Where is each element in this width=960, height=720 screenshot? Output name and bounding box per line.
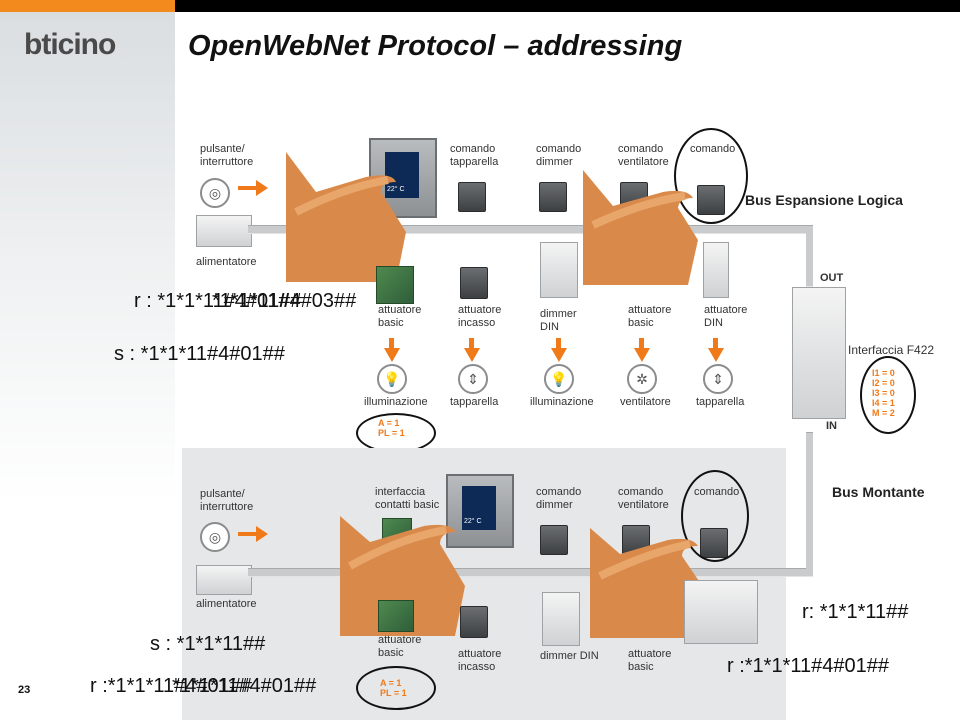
- code-s-top: s : *1*1*11#4#01##: [114, 343, 285, 365]
- button-switch-icon: ◎: [200, 178, 230, 208]
- device-comando-dimmer-bottom: [540, 525, 568, 555]
- label-pulsante-bottom: pulsante/ interruttore: [200, 488, 254, 513]
- label-illuminazione-2-top: illuminazione: [530, 396, 594, 408]
- arrow-down-icon-1: [384, 338, 400, 362]
- pointing-hand-icon-4: [590, 528, 705, 638]
- label-attuatore-basic-bottom: attuatore basic: [378, 634, 422, 659]
- interface-out-label: OUT: [820, 272, 844, 284]
- actuator-incasso-bottom: [460, 606, 488, 638]
- actuator-incasso-top: [460, 267, 488, 299]
- code-r-top-a: r : *1*1*11#4#01##: [134, 290, 302, 312]
- scenario-module-bottom: [684, 580, 758, 644]
- code-r-bottom-b: *1*1*11#4#01##: [172, 675, 317, 697]
- code-r-top-b: *1*1*11#4#03##: [212, 290, 357, 312]
- label-alimentatore-top: alimentatore: [196, 256, 257, 268]
- bticino-logo: bticino: [24, 28, 116, 61]
- code-s-bottom: s : *1*1*11##: [150, 633, 266, 655]
- touch-temperature-top: 22° C: [387, 186, 405, 193]
- highlight-circle-comando-bottom: [681, 470, 749, 562]
- label-comando-ventilatore-bottom: comando ventilatore: [618, 486, 669, 511]
- pointing-hand-icon-2: [583, 170, 698, 285]
- pointing-hand-icon: [286, 152, 406, 282]
- label-comando-tapparella-top: comando tapparella: [450, 143, 499, 168]
- actuator-din-top: [703, 242, 729, 298]
- orange-arrow-head-icon-bottom: [256, 526, 268, 542]
- orange-arrow-head-icon: [256, 180, 268, 196]
- bus-espansione-label: Bus Espansione Logica: [745, 192, 903, 208]
- label-attuatore-din-top: attuatore DIN: [704, 304, 748, 329]
- label-ventilatore-top: ventilatore: [620, 396, 671, 408]
- label-tapparella-top: tapparella: [450, 396, 499, 408]
- bus-wire-top-vertical: [806, 225, 813, 287]
- bus-wire-bottom: [248, 568, 813, 577]
- label-pulsante-top: pulsante/ interruttore: [200, 143, 254, 168]
- bus-wire-top: [248, 225, 813, 234]
- code-r-right: r: *1*1*11##: [802, 601, 909, 623]
- dimmer-din-top: [540, 242, 578, 298]
- highlight-circle-interface: [860, 356, 916, 434]
- pointing-hand-icon-3: [340, 516, 465, 636]
- label-dimmer-din-top: dimmer DIN: [540, 308, 577, 333]
- arrow-down-icon-5: [708, 338, 724, 362]
- interface-in-label: IN: [826, 420, 837, 432]
- light-bulb-icon-2: 💡: [544, 364, 574, 394]
- arrow-down-icon-4: [634, 338, 650, 362]
- device-comando-tapparella-top: [458, 182, 486, 212]
- arrow-down-icon-2: [464, 338, 480, 362]
- label-dimmer-din-bottom: dimmer DIN: [540, 650, 599, 662]
- top-orange-bar: [0, 0, 175, 12]
- interface-f422-device: [792, 287, 846, 419]
- highlight-circle-address-top: [356, 413, 436, 453]
- dimmer-din-bottom: [542, 592, 580, 646]
- label-attuatore-incasso-top: attuatore incasso: [458, 304, 502, 329]
- shutter-icon-2: ⇕: [703, 364, 733, 394]
- light-bulb-icon: 💡: [377, 364, 407, 394]
- label-comando-dimmer-top: comando dimmer: [536, 143, 582, 168]
- label-interfaccia-contatti: interfaccia contatti basic: [375, 486, 440, 511]
- label-comando-ventilatore-top: comando ventilatore: [618, 143, 669, 168]
- top-black-bar: [0, 0, 960, 12]
- label-attuatore-basic-2-top: attuatore basic: [628, 304, 672, 329]
- actuator-basic-top: [376, 266, 414, 304]
- button-switch-icon-bottom: ◎: [200, 522, 230, 552]
- label-alimentatore-bottom: alimentatore: [196, 598, 257, 610]
- bus-wire-bottom-vertical: [806, 432, 813, 577]
- label-attuatore-basic-top: attuatore basic: [378, 304, 422, 329]
- highlight-circle-address-bottom: [356, 666, 436, 710]
- code-r-right-2: r :*1*1*11#4#01##: [727, 655, 889, 677]
- device-comando-dimmer-top: [539, 182, 567, 212]
- label-comando-dimmer-bottom: comando dimmer: [536, 486, 582, 511]
- left-gradient-band: [0, 0, 175, 720]
- shutter-icon: ⇕: [458, 364, 488, 394]
- interface-name: Interfaccia F422: [848, 343, 935, 357]
- arrow-down-icon-3: [551, 338, 567, 362]
- slide-title: OpenWebNet Protocol – addressing: [188, 30, 683, 62]
- label-tapparella-2-top: tapparella: [696, 396, 745, 408]
- page-number: 23: [18, 684, 31, 696]
- fan-icon: ✲: [627, 364, 657, 394]
- touch-temperature-bottom: 22° C: [464, 518, 482, 525]
- touch-screen-device-bottom: 22° C: [446, 474, 514, 548]
- orange-arrow-icon-bottom: [238, 532, 258, 536]
- power-supply-module-bottom: [196, 565, 252, 595]
- code-r-bottom-a: r :*1*1*11#4#01##: [90, 675, 252, 697]
- label-attuatore-incasso-bottom: attuatore incasso: [458, 648, 502, 673]
- orange-arrow-icon: [238, 186, 258, 190]
- highlight-circle-comando-top: [674, 128, 748, 224]
- label-illuminazione-top: illuminazione: [364, 396, 428, 408]
- actuator-basic-bottom: [378, 600, 414, 632]
- bus-montante-label: Bus Montante: [832, 484, 925, 500]
- label-attuatore-basic-2-bottom: attuatore basic: [628, 648, 672, 673]
- power-supply-module: [196, 215, 252, 247]
